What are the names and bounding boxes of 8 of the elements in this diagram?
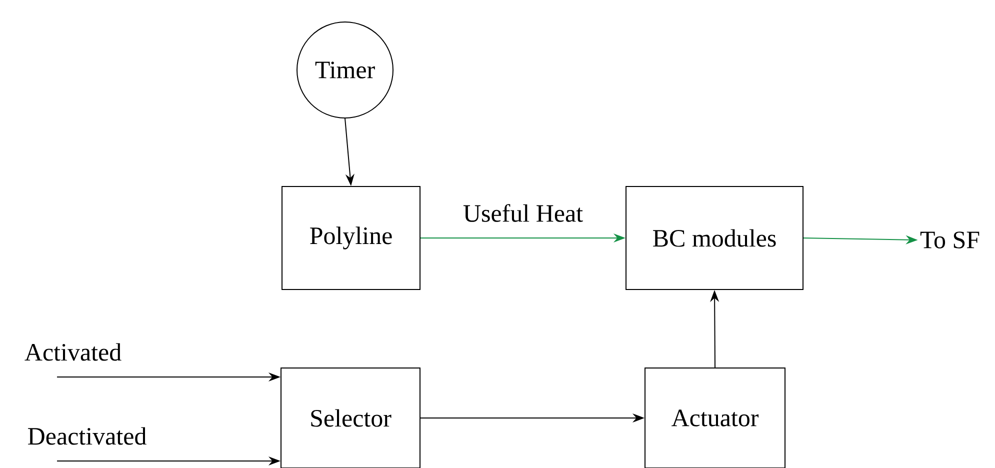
process-box: BC modules bbox=[626, 186, 804, 290]
edge-label: Activated bbox=[23, 342, 123, 362]
process-box: Selector bbox=[280, 368, 420, 468]
process-box: Polyline bbox=[282, 186, 420, 290]
output-label: To SF bbox=[920, 232, 980, 248]
edge-label: Deactivated bbox=[26, 426, 148, 446]
process-box: Actuator bbox=[644, 368, 786, 468]
edge-label: Useful Heat bbox=[462, 203, 584, 223]
